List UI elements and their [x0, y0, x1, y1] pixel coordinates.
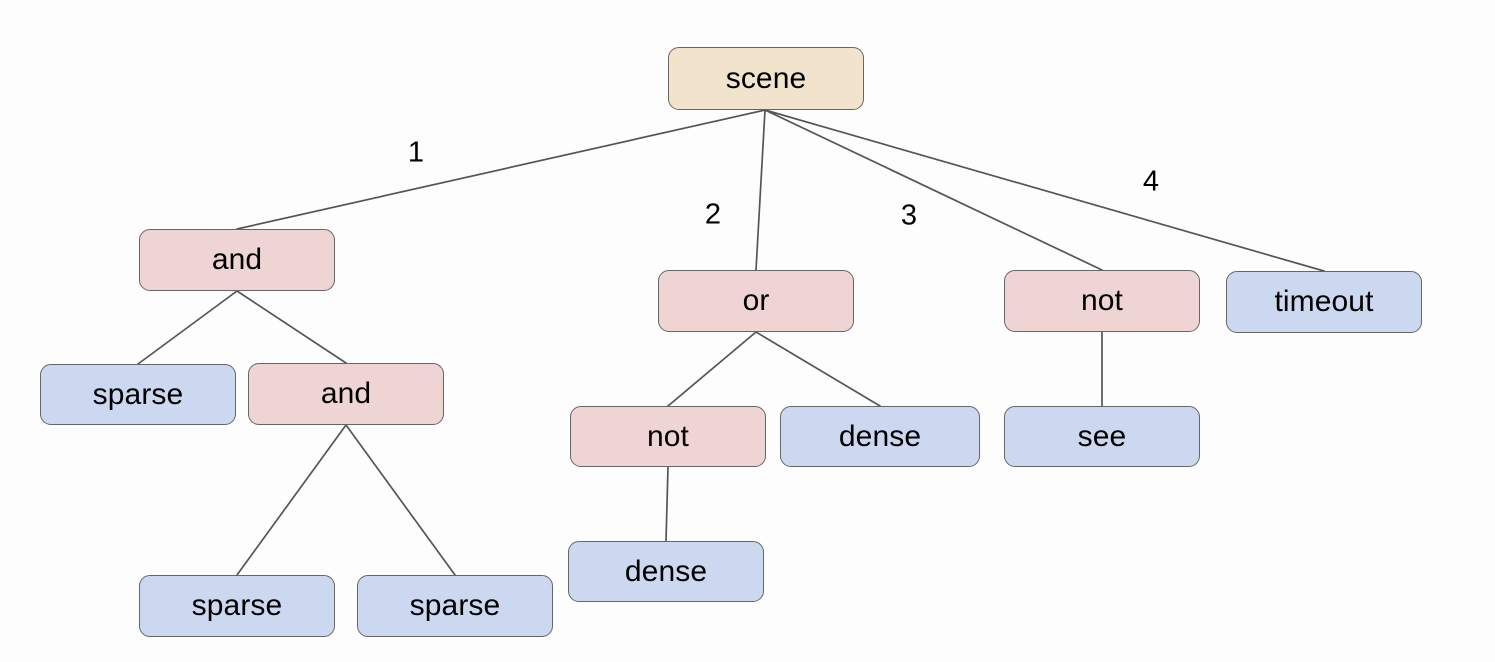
tree-edge-scene-to-timeout1 — [764, 109, 1325, 272]
tree-node-label: timeout — [1274, 285, 1374, 318]
tree-edge-scene-to-not1 — [764, 109, 1103, 271]
tree-node-sparse3[interactable]: sparse — [357, 575, 553, 637]
edge-label-scene-to-timeout1: 4 — [1142, 165, 1160, 198]
tree-node-not1[interactable]: not — [1004, 270, 1200, 332]
tree-node-label: scene — [725, 61, 807, 95]
tree-node-label: not — [646, 419, 689, 453]
tree-edge-and1-to-and2 — [236, 290, 347, 364]
edge-label-scene-to-not1: 3 — [900, 199, 918, 232]
tree-edge-or1-to-not2 — [667, 331, 757, 407]
tree-node-label: and — [320, 377, 372, 410]
tree-node-label: not — [1080, 284, 1123, 317]
tree-node-timeout1[interactable]: timeout — [1226, 271, 1422, 333]
tree-node-label: sparse — [191, 589, 283, 622]
edge-label-scene-to-and1: 1 — [407, 136, 425, 169]
tree-edge-and2-to-sparse3 — [345, 424, 456, 576]
tree-edge-and1-to-sparse1 — [137, 290, 238, 365]
tree-node-dense2[interactable]: dense — [568, 541, 764, 602]
tree-node-label: and — [211, 243, 263, 276]
tree-edge-not2-to-dense2 — [665, 466, 669, 542]
tree-node-label: sparse — [409, 589, 501, 622]
tree-node-not2[interactable]: not — [570, 406, 766, 467]
tree-edge-scene-to-or1 — [755, 109, 766, 271]
tree-node-sparse1[interactable]: sparse — [40, 364, 236, 425]
tree-node-scene[interactable]: scene — [668, 47, 864, 110]
tree-node-label: dense — [624, 554, 708, 588]
tree-node-or1[interactable]: or — [658, 270, 854, 332]
tree-edge-scene-to-and1 — [236, 109, 766, 230]
tree-node-label: or — [742, 284, 770, 317]
tree-node-see1[interactable]: see — [1004, 406, 1200, 467]
edge-label-scene-to-or1: 2 — [704, 198, 722, 231]
tree-node-and2[interactable]: and — [248, 363, 444, 425]
tree-node-and1[interactable]: and — [139, 229, 335, 291]
tree-edge-and2-to-sparse2 — [236, 424, 347, 576]
tree-node-label: see — [1077, 419, 1127, 453]
tree-node-label: dense — [838, 419, 922, 453]
tree-edge-or1-to-dense1 — [755, 331, 881, 407]
tree-node-sparse2[interactable]: sparse — [139, 575, 335, 637]
tree-node-dense1[interactable]: dense — [780, 406, 980, 467]
tree-node-label: sparse — [92, 377, 184, 411]
